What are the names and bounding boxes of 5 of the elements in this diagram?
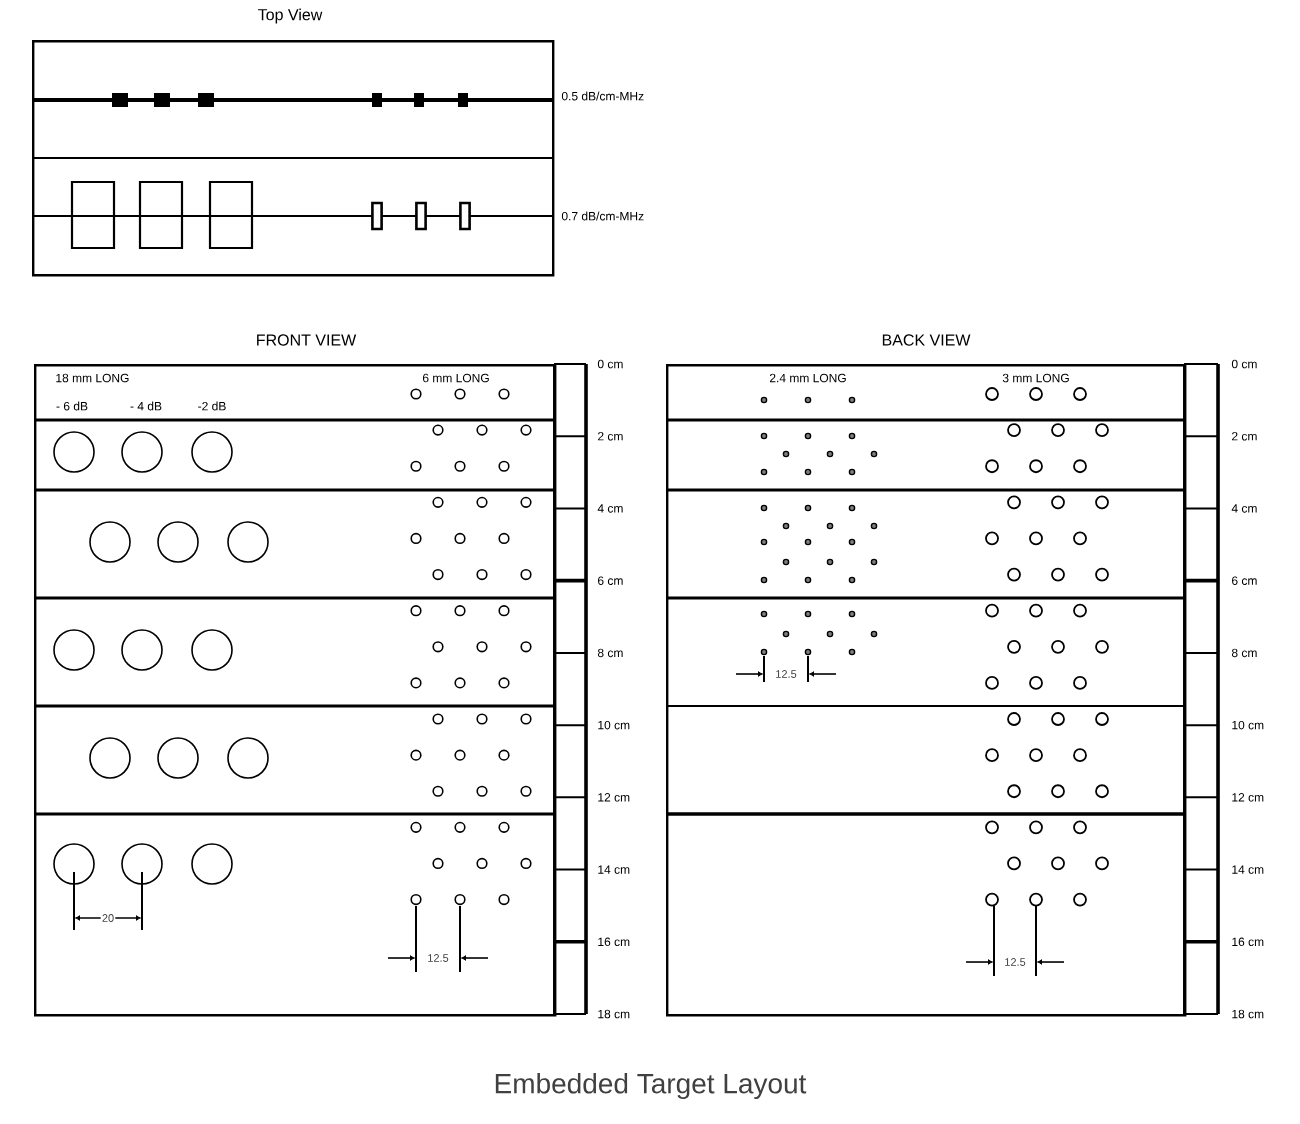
view-panel: Top View (32, 8, 555, 277)
node-label: Top View (258, 8, 323, 24)
node-label: BACK VIEW (882, 334, 971, 346)
caption: Embedded Target Layout (495, 1072, 807, 1100)
node-label: FRONT VIEW (257, 334, 357, 346)
